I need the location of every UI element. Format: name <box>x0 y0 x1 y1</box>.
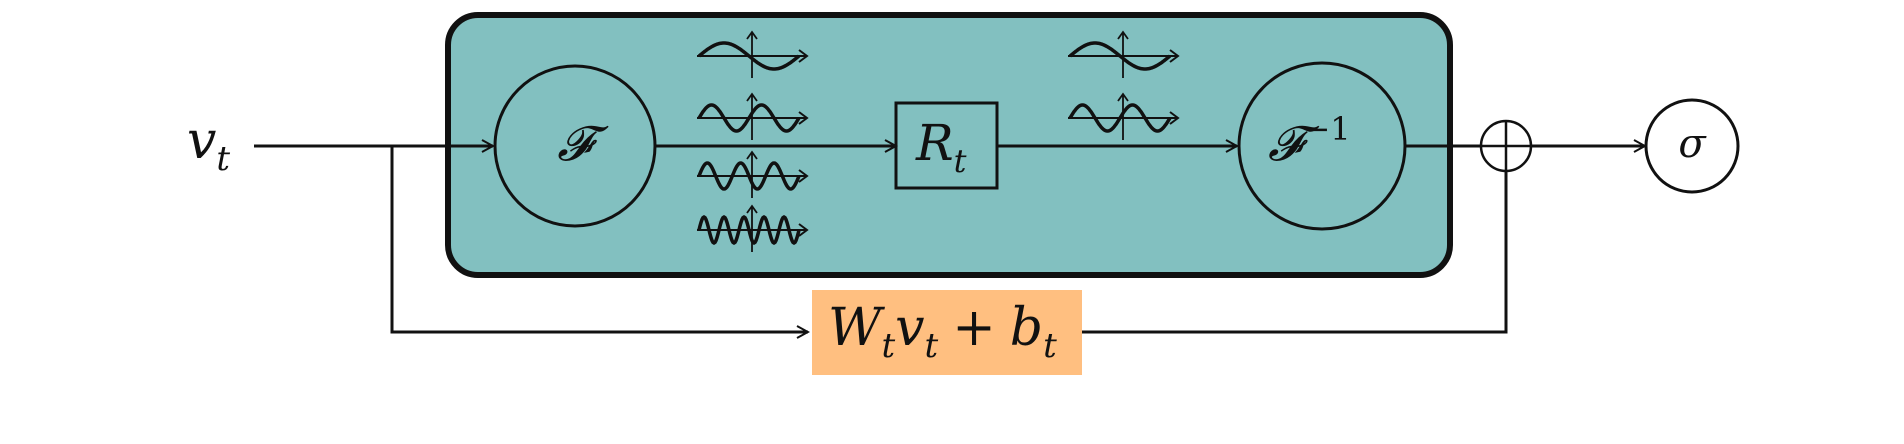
skip-linear-box <box>812 290 1082 375</box>
sine-wave-icon <box>697 150 809 198</box>
skip-linear-expression: Wtvt+bt <box>828 298 1057 366</box>
input-label: vt <box>187 111 230 179</box>
fourier-transform-node <box>493 64 657 228</box>
spectral-weight-label: Rt <box>915 114 967 180</box>
inverse-fourier-node <box>1237 61 1407 231</box>
activation-node <box>1644 98 1740 194</box>
frequency-modes-right <box>1068 30 1180 140</box>
sine-wave-icon <box>1068 30 1180 78</box>
sine-wave-icon <box>1068 92 1180 140</box>
spectral-weight-box <box>894 101 999 190</box>
sine-wave-icon <box>697 92 809 140</box>
frequency-modes-left <box>697 30 809 252</box>
sine-wave-icon <box>697 30 809 78</box>
circled-plus-icon <box>1479 119 1533 173</box>
sine-wave-icon <box>697 204 809 252</box>
activation-symbol: σ <box>1678 121 1707 167</box>
skip-branch-line <box>390 146 808 332</box>
skip-to-sum-line <box>1082 171 1508 334</box>
